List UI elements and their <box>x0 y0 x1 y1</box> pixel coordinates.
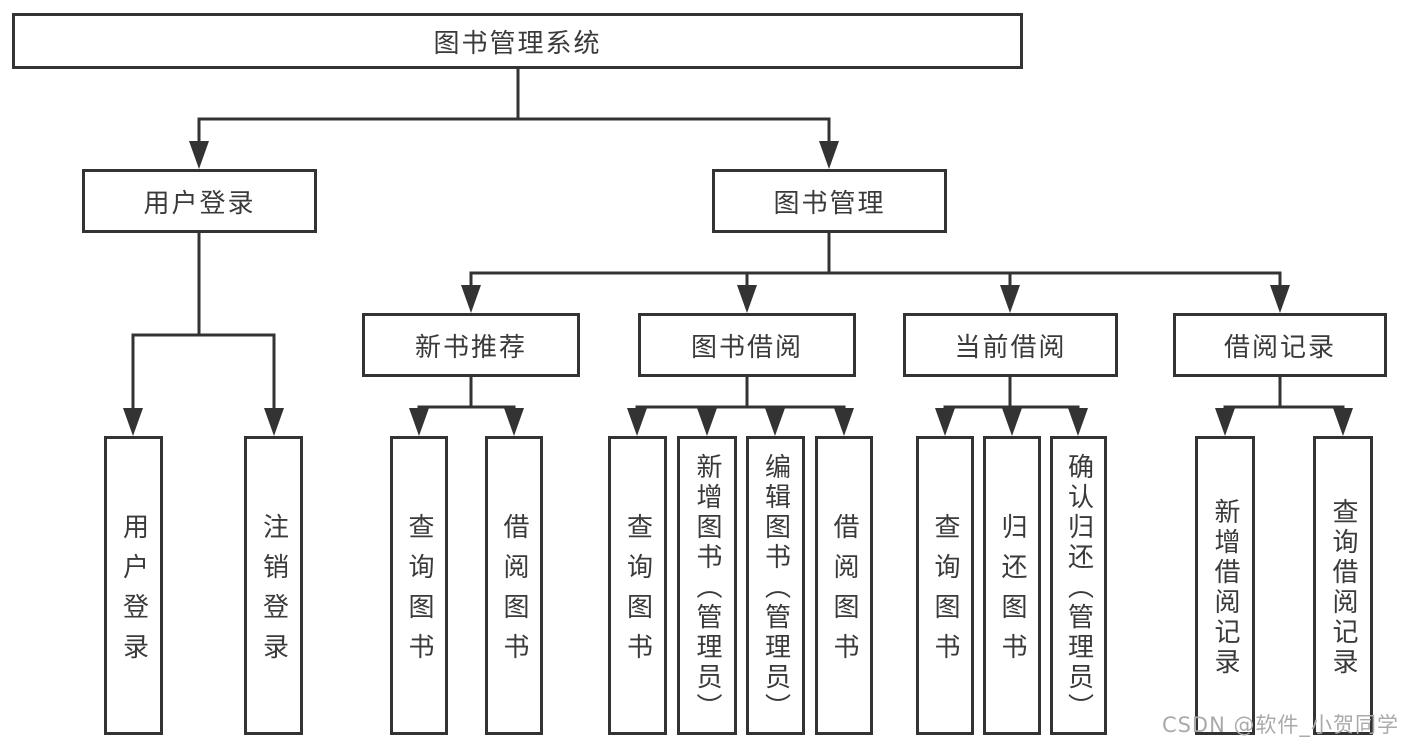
connector-borrow-records-to-children <box>1215 375 1353 436</box>
node-query-borrow-record-label: 查询借阅记录 <box>1328 497 1358 678</box>
node-current-borrow: 当前借阅 <box>903 313 1118 377</box>
node-user-login-leaf: 用户登录 <box>104 436 163 735</box>
connector-new-book-recommend-to-children <box>409 375 524 436</box>
node-query-books-recommend: 查询图书 <box>390 436 448 735</box>
connector-current-borrow-to-children <box>935 375 1088 436</box>
node-edit-book-admin: 编辑图书（管理员） <box>746 436 805 735</box>
connector-book-borrow-to-children <box>627 375 854 436</box>
node-query-books-current: 查询图书 <box>916 436 974 735</box>
node-borrow-records: 借阅记录 <box>1173 313 1387 377</box>
node-book-borrow: 图书借阅 <box>638 313 856 377</box>
node-return-books-label: 归还图书 <box>997 512 1027 673</box>
node-query-books-borrow-label: 查询图书 <box>622 512 653 673</box>
node-borrow-books-recommend-label: 借阅图书 <box>499 512 529 673</box>
node-user-login-label: 用户登录 <box>143 188 256 219</box>
node-add-book-admin-label: 新增图书（管理员） <box>692 452 722 723</box>
connector-user-login-to-children <box>123 231 284 436</box>
node-borrow-books: 借阅图书 <box>815 436 873 735</box>
node-query-books-current-label: 查询图书 <box>930 512 960 673</box>
node-query-borrow-record: 查询借阅记录 <box>1313 436 1373 735</box>
connector-book-management-to-level3 <box>461 231 1290 313</box>
node-library-management-system-label: 图书管理系统 <box>433 28 602 59</box>
node-add-book-admin: 新增图书（管理员） <box>677 436 737 735</box>
node-add-borrow-record-label: 新增借阅记录 <box>1210 497 1240 678</box>
node-book-management-label: 图书管理 <box>773 188 886 219</box>
node-new-book-recommend: 新书推荐 <box>362 313 580 377</box>
node-add-borrow-record: 新增借阅记录 <box>1195 436 1255 735</box>
node-borrow-books-recommend: 借阅图书 <box>485 436 543 735</box>
node-new-book-recommend-label: 新书推荐 <box>414 332 527 363</box>
node-logout-label: 注销登录 <box>258 512 289 673</box>
node-borrow-records-label: 借阅记录 <box>1223 332 1336 363</box>
connector-root-to-level2 <box>189 66 839 169</box>
node-confirm-return-admin-label: 确认归还（管理员） <box>1063 452 1094 723</box>
node-query-books-borrow: 查询图书 <box>608 436 667 735</box>
node-user-login: 用户登录 <box>82 169 317 233</box>
node-query-books-recommend-label: 查询图书 <box>404 512 434 673</box>
node-library-management-system: 图书管理系统 <box>12 13 1023 69</box>
node-logout: 注销登录 <box>244 436 303 735</box>
watermark: CSDN @软件_小贺同学 <box>1161 713 1399 737</box>
node-book-management: 图书管理 <box>712 169 947 233</box>
node-edit-book-admin-label: 编辑图书（管理员） <box>760 452 791 723</box>
node-book-borrow-label: 图书借阅 <box>690 332 803 363</box>
node-user-login-leaf-label: 用户登录 <box>118 512 149 673</box>
node-confirm-return-admin: 确认归还（管理员） <box>1050 436 1107 735</box>
node-return-books: 归还图书 <box>983 436 1041 735</box>
node-borrow-books-label: 借阅图书 <box>829 512 859 673</box>
node-current-borrow-label: 当前借阅 <box>954 332 1067 363</box>
